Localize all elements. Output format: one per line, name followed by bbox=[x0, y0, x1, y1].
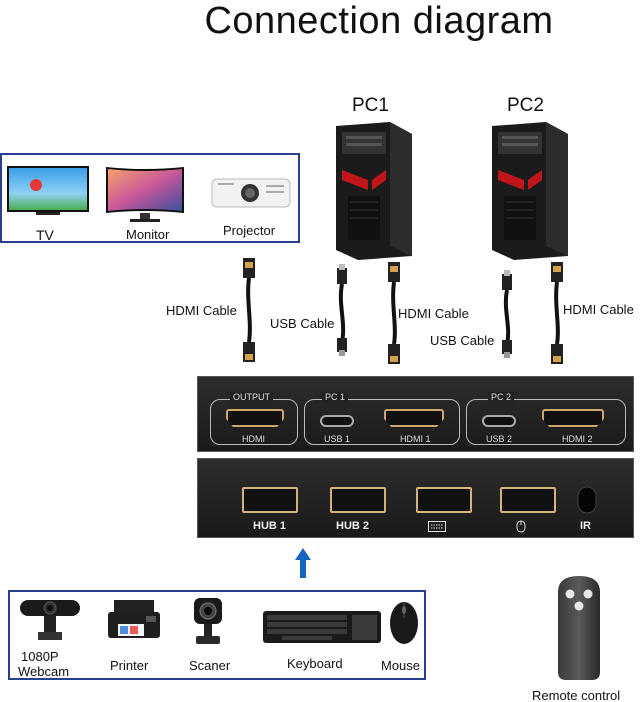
mouse-icon bbox=[390, 602, 418, 644]
mouse-usb-port bbox=[500, 487, 556, 513]
diagram-title: Connection diagram bbox=[204, 0, 554, 42]
kvm-front-panel: HUB 1 HUB 2 IR bbox=[197, 458, 634, 538]
keyboard-icon bbox=[263, 611, 381, 643]
hub1-usb-port bbox=[242, 487, 298, 513]
remote-control-label: Remote control bbox=[532, 688, 621, 702]
pc1-usb-label: USB 1 bbox=[324, 434, 351, 444]
usb-devices-box: 1080P Webcam Printer Scaner Keyboard bbox=[8, 590, 426, 680]
keyboard-port-icon bbox=[428, 521, 446, 532]
pc1-hdmi-label: HDMI 1 bbox=[400, 434, 431, 444]
hdmi-output-cable-icon bbox=[243, 258, 255, 362]
ir-receiver-icon bbox=[577, 486, 597, 514]
pc1-group-label: PC 1 bbox=[322, 392, 349, 402]
output-group-label: OUTPUT bbox=[230, 392, 273, 402]
output-hdmi-label: HDMI bbox=[242, 434, 265, 444]
projector-label: Projector bbox=[223, 223, 276, 238]
display-devices-box: TV Monitor Projector bbox=[0, 153, 300, 243]
tv-label: TV bbox=[36, 227, 54, 243]
pc1-port-group bbox=[304, 399, 460, 445]
pc1-label: PC1 bbox=[352, 95, 389, 116]
monitor-icon bbox=[106, 167, 184, 222]
monitor-label: Monitor bbox=[126, 227, 170, 242]
webcam-label-line1: 1080P bbox=[21, 649, 59, 664]
pc2-hdmi-label: HDMI 2 bbox=[562, 434, 593, 444]
webcam-icon bbox=[20, 600, 80, 640]
projector-icon bbox=[211, 178, 291, 208]
mouse-port-icon bbox=[516, 520, 526, 533]
pc2-group-label: PC 2 bbox=[488, 392, 515, 402]
hub1-label: HUB 1 bbox=[253, 520, 287, 532]
pc1-usbc-port bbox=[320, 415, 354, 427]
scanner-icon bbox=[194, 598, 222, 644]
printer-icon bbox=[108, 600, 160, 638]
pc1-hdmi-port bbox=[384, 409, 444, 427]
hub2-label: HUB 2 bbox=[336, 520, 370, 532]
pc2-hdmi-port bbox=[542, 409, 604, 427]
printer-label: Printer bbox=[110, 658, 149, 673]
ir-label: IR bbox=[580, 520, 591, 532]
usb-pc2-cable-icon bbox=[502, 270, 512, 358]
up-arrow-icon bbox=[295, 548, 311, 578]
output-hdmi-port bbox=[226, 409, 284, 427]
pc2-usbc-port bbox=[482, 415, 516, 427]
tv-icon bbox=[7, 166, 89, 215]
kvm-back-panel: OUTPUT HDMI PC 1 USB 1 HDMI 1 PC 2 USB 2… bbox=[197, 376, 634, 452]
remote-control-icon bbox=[558, 576, 600, 680]
usb-pc1-cable-icon bbox=[337, 264, 347, 356]
hdmi-pc2-cable-icon bbox=[551, 262, 563, 364]
usb-pc2-cable-label: USB Cable bbox=[430, 333, 495, 348]
usb-pc1-cable-label: USB Cable bbox=[270, 316, 335, 331]
keyboard-usb-port bbox=[416, 487, 472, 513]
pc2-port-group bbox=[466, 399, 626, 445]
pc2-label: PC2 bbox=[507, 95, 544, 116]
pc2-usb-label: USB 2 bbox=[486, 434, 513, 444]
hdmi-output-cable-label: HDMI Cable bbox=[166, 303, 237, 318]
hdmi-pc1-cable-icon bbox=[388, 262, 400, 364]
pc2-tower-icon bbox=[492, 122, 568, 260]
pc1-tower-icon bbox=[336, 122, 412, 260]
hub2-usb-port bbox=[330, 487, 386, 513]
scanner-label: Scaner bbox=[189, 658, 231, 673]
webcam-label-line2: Webcam bbox=[18, 664, 70, 679]
hdmi-pc2-cable-label: HDMI Cable bbox=[563, 302, 634, 317]
keyboard-label: Keyboard bbox=[287, 656, 343, 671]
mouse-label: Mouse bbox=[381, 658, 421, 673]
hdmi-pc1-cable-label: HDMI Cable bbox=[398, 306, 469, 321]
